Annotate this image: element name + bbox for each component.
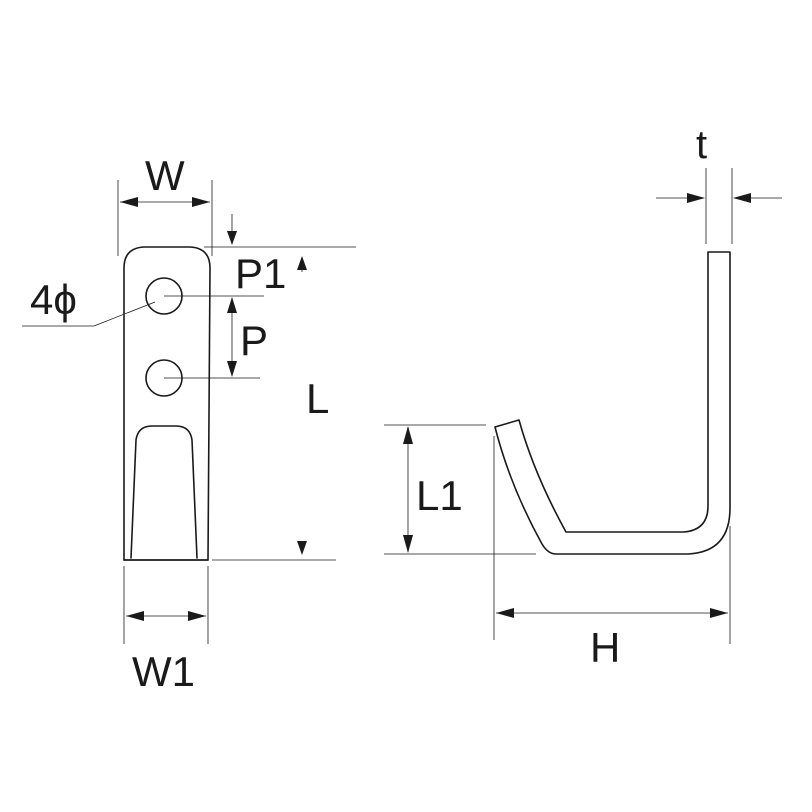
dim-hole: 4ϕ: [22, 276, 156, 327]
dim-p: P: [164, 295, 268, 379]
label-w: W: [145, 152, 185, 199]
label-w1: W1: [132, 648, 195, 695]
label-hole: 4ϕ: [30, 276, 77, 323]
label-l1: L1: [416, 472, 463, 519]
front-view: [123, 246, 211, 561]
dim-l: L: [212, 375, 336, 561]
side-view: [494, 251, 731, 555]
label-h: H: [590, 624, 620, 671]
label-l: L: [306, 375, 329, 422]
dim-w: W: [117, 152, 213, 256]
dim-w1: W1: [123, 566, 209, 695]
dim-h: H: [493, 436, 731, 671]
label-p: P: [240, 317, 268, 364]
hook-slot: [130, 425, 198, 559]
hook-profile: [494, 251, 731, 555]
label-t: t: [696, 123, 707, 167]
label-p1: P1: [235, 250, 286, 297]
dim-l1: L1: [384, 424, 536, 555]
dim-t: t: [656, 123, 782, 244]
plate-outline: [123, 246, 211, 561]
dim-p1: P1: [204, 214, 356, 297]
